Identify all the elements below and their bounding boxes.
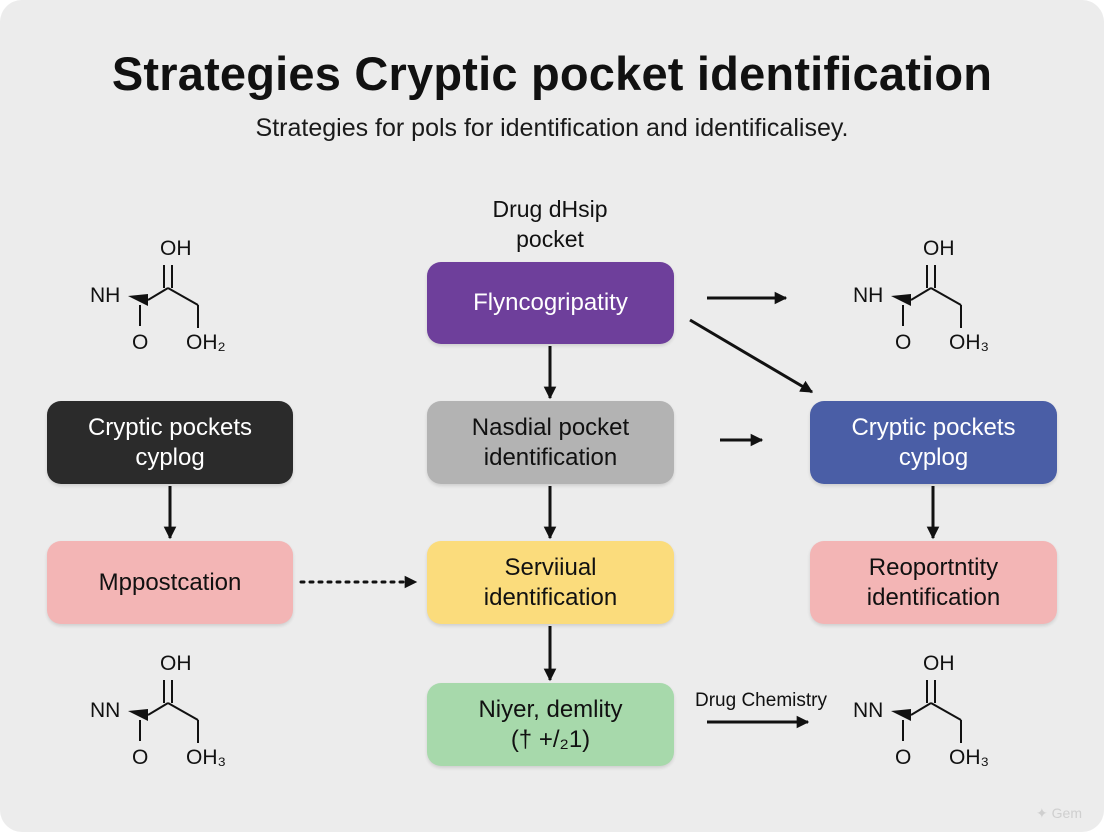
green-node: Niyer, demlity († +/₂1)	[427, 683, 674, 766]
molecule-n-label: NN	[90, 699, 120, 722]
watermark-text: Gem	[1051, 805, 1082, 821]
yellow-node: Serviiual identification	[427, 541, 674, 624]
molecule-tail-label: OH₃	[949, 331, 989, 354]
molecule-tail-label: OH₃	[186, 746, 226, 769]
blue-node-label: Cryptic pockets cyplog	[851, 413, 1016, 471]
pink-right-node-label: Reoportntity identification	[866, 553, 1001, 611]
drug-pocket-label: Drug dHsip pocket	[492, 196, 608, 252]
drug-chemistry-label: Drug Chemistry	[695, 690, 827, 711]
diagram-subtitle: Strategies for pols for identification a…	[255, 114, 849, 142]
watermark: ✦ Gem	[1036, 805, 1082, 822]
molecule-oh-label: OH	[160, 652, 192, 675]
molecule-oh-label: OH	[923, 237, 955, 260]
dark-node-label: Cryptic pockets cyplog	[87, 413, 253, 471]
sparkle-icon: ✦	[1036, 805, 1048, 821]
molecule-n-label: NH	[90, 284, 120, 307]
diagram-title: Strategies Cryptic pocket identification	[111, 47, 993, 100]
blue-node: Cryptic pockets cyplog	[810, 401, 1057, 484]
molecule-top-right: OH NH O OH₃	[853, 237, 989, 354]
molecule-tail-label: OH₂	[186, 331, 226, 354]
molecule-o-label: O	[132, 746, 148, 769]
molecule-top-left: OH NH O OH₂	[90, 237, 226, 354]
gray-node: Nasdial pocket identification	[427, 401, 674, 484]
molecule-o-label: O	[895, 331, 911, 354]
green-node-label: Niyer, demlity († +/₂1)	[478, 695, 623, 753]
molecule-o-label: O	[132, 331, 148, 354]
molecule-n-label: NN	[853, 699, 883, 722]
gray-node-label: Nasdial pocket identification	[471, 413, 630, 471]
molecule-tail-label: OH₃	[949, 746, 989, 769]
molecule-oh-label: OH	[923, 652, 955, 675]
pink-left-node: Mppostcation	[47, 541, 293, 624]
arrow-purple-to-blue	[689, 318, 814, 394]
purple-node-label: Flyncogripatity	[473, 289, 628, 316]
molecule-o-label: O	[895, 746, 911, 769]
pink-left-node-label: Mppostcation	[98, 568, 242, 596]
yellow-node-label: Serviiual identification	[483, 553, 618, 611]
pink-right-node: Reoportntity identification	[810, 541, 1057, 624]
molecule-n-label: NH	[853, 284, 883, 307]
dark-node: Cryptic pockets cyplog	[47, 401, 293, 484]
molecule-bottom-left: OH NN O OH₃	[90, 652, 226, 769]
molecule-oh-label: OH	[160, 237, 192, 260]
molecule-bottom-right: OH NN O OH₃	[853, 652, 989, 769]
purple-node: Flyncogripatity	[427, 262, 674, 344]
